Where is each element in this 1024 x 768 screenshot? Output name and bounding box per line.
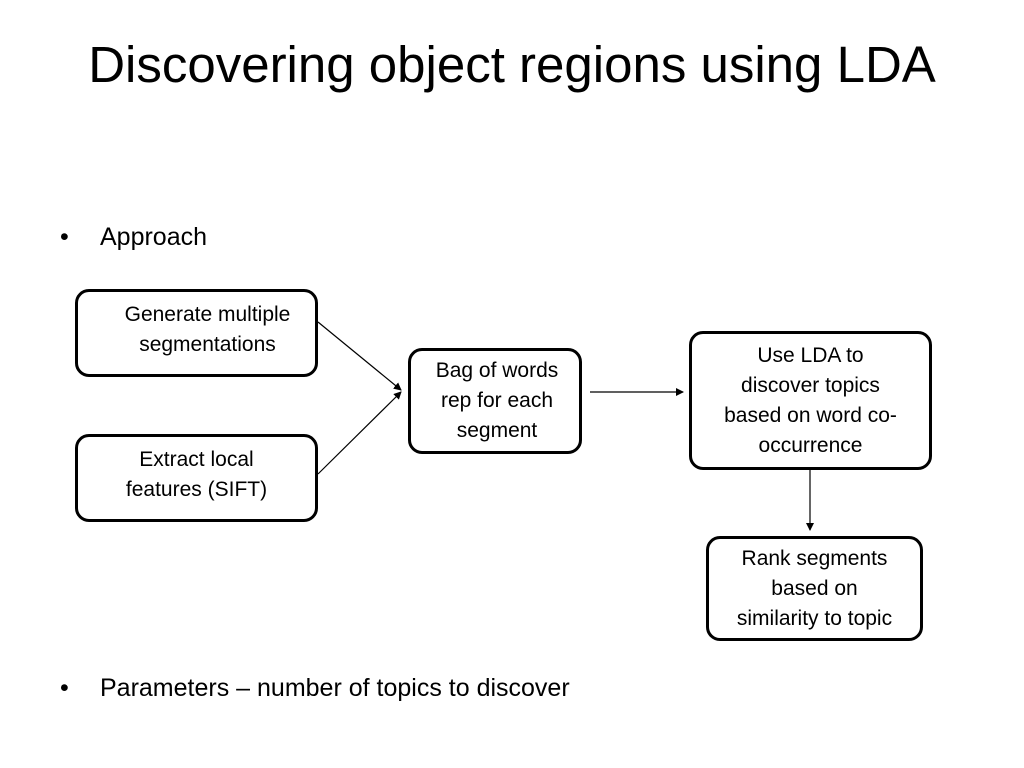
- box-bag-of-words: Bag of words rep for each segment: [408, 348, 582, 454]
- bullet-approach: • Approach: [60, 222, 207, 252]
- box-generate-segmentations: Generate multiple segmentations: [75, 289, 318, 377]
- box-generate-label: Generate multiple segmentations: [124, 303, 291, 356]
- box-bag-label: Bag of words rep for each segment: [435, 359, 559, 442]
- box-use-lda: Use LDA to discover topics based on word…: [689, 331, 932, 470]
- bullet-approach-text: Approach: [100, 223, 208, 251]
- box-extract-features: Extract local features (SIFT): [75, 434, 318, 522]
- box-extract-label: Extract local features (SIFT): [125, 448, 268, 501]
- bullet-dot: •: [60, 223, 69, 251]
- box-lda-label: Use LDA to discover topics based on word…: [724, 343, 897, 457]
- arrow-extract-to-bag: [317, 391, 402, 475]
- bullet-dot: •: [60, 674, 69, 702]
- box-rank-segments: Rank segments based on similarity to top…: [706, 536, 923, 641]
- bullet-parameters-text: Parameters – number of topics to discove…: [100, 674, 570, 702]
- slide-title: Discovering object regions using LDA: [88, 36, 936, 93]
- box-rank-label: Rank segments based on similarity to top…: [736, 546, 893, 630]
- bullet-parameters: • Parameters – number of topics to disco…: [60, 673, 570, 703]
- arrow-generate-to-bag: [317, 321, 402, 391]
